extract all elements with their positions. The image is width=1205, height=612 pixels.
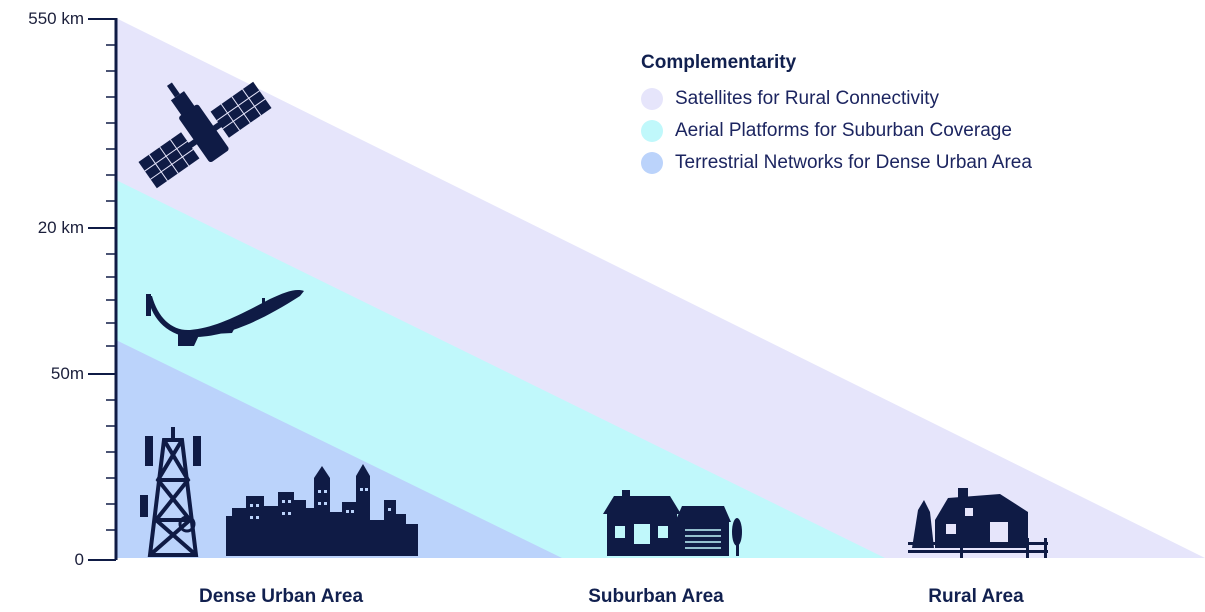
suburban-house-icon (603, 490, 742, 556)
legend: Complementarity Satellites for Rural Con… (641, 52, 1032, 179)
terrestrial-coverage-region (116, 340, 562, 558)
legend-item-aerial: Aerial Platforms for Suburban Coverage (641, 115, 1032, 147)
legend-item-satellites: Satellites for Rural Connectivity (641, 83, 1032, 115)
legend-title: Complementarity (641, 52, 797, 73)
legend-item-label: Satellites for Rural Connectivity (675, 88, 939, 109)
aerial-platform-icon (146, 289, 304, 346)
axis-tick-label: 50m (50, 364, 84, 383)
area-label-rural: Rural Area (928, 586, 1024, 607)
cell-tower-icon (140, 427, 201, 557)
vertical-axis (88, 18, 118, 561)
area-label-suburban: Suburban Area (588, 586, 724, 607)
area-label-urban: Dense Urban Area (198, 586, 364, 607)
barn-icon (908, 488, 1048, 558)
axis-tick-label: 20 km (37, 218, 84, 237)
axis-tick-label: 0 (74, 550, 84, 569)
city-skyline-icon (226, 464, 418, 556)
legend-item-terrestrial: Terrestrial Networks for Dense Urban Are… (641, 147, 1032, 179)
satellite-icon (138, 81, 272, 189)
legend-item-label: Terrestrial Networks for Dense Urban Are… (675, 152, 1032, 173)
axis-tick-label: 550 km (28, 9, 84, 28)
legend-swatch (641, 88, 663, 110)
legend-item-label: Aerial Platforms for Suburban Coverage (675, 120, 1012, 141)
legend-swatch (641, 152, 663, 174)
legend-swatch (641, 120, 663, 142)
